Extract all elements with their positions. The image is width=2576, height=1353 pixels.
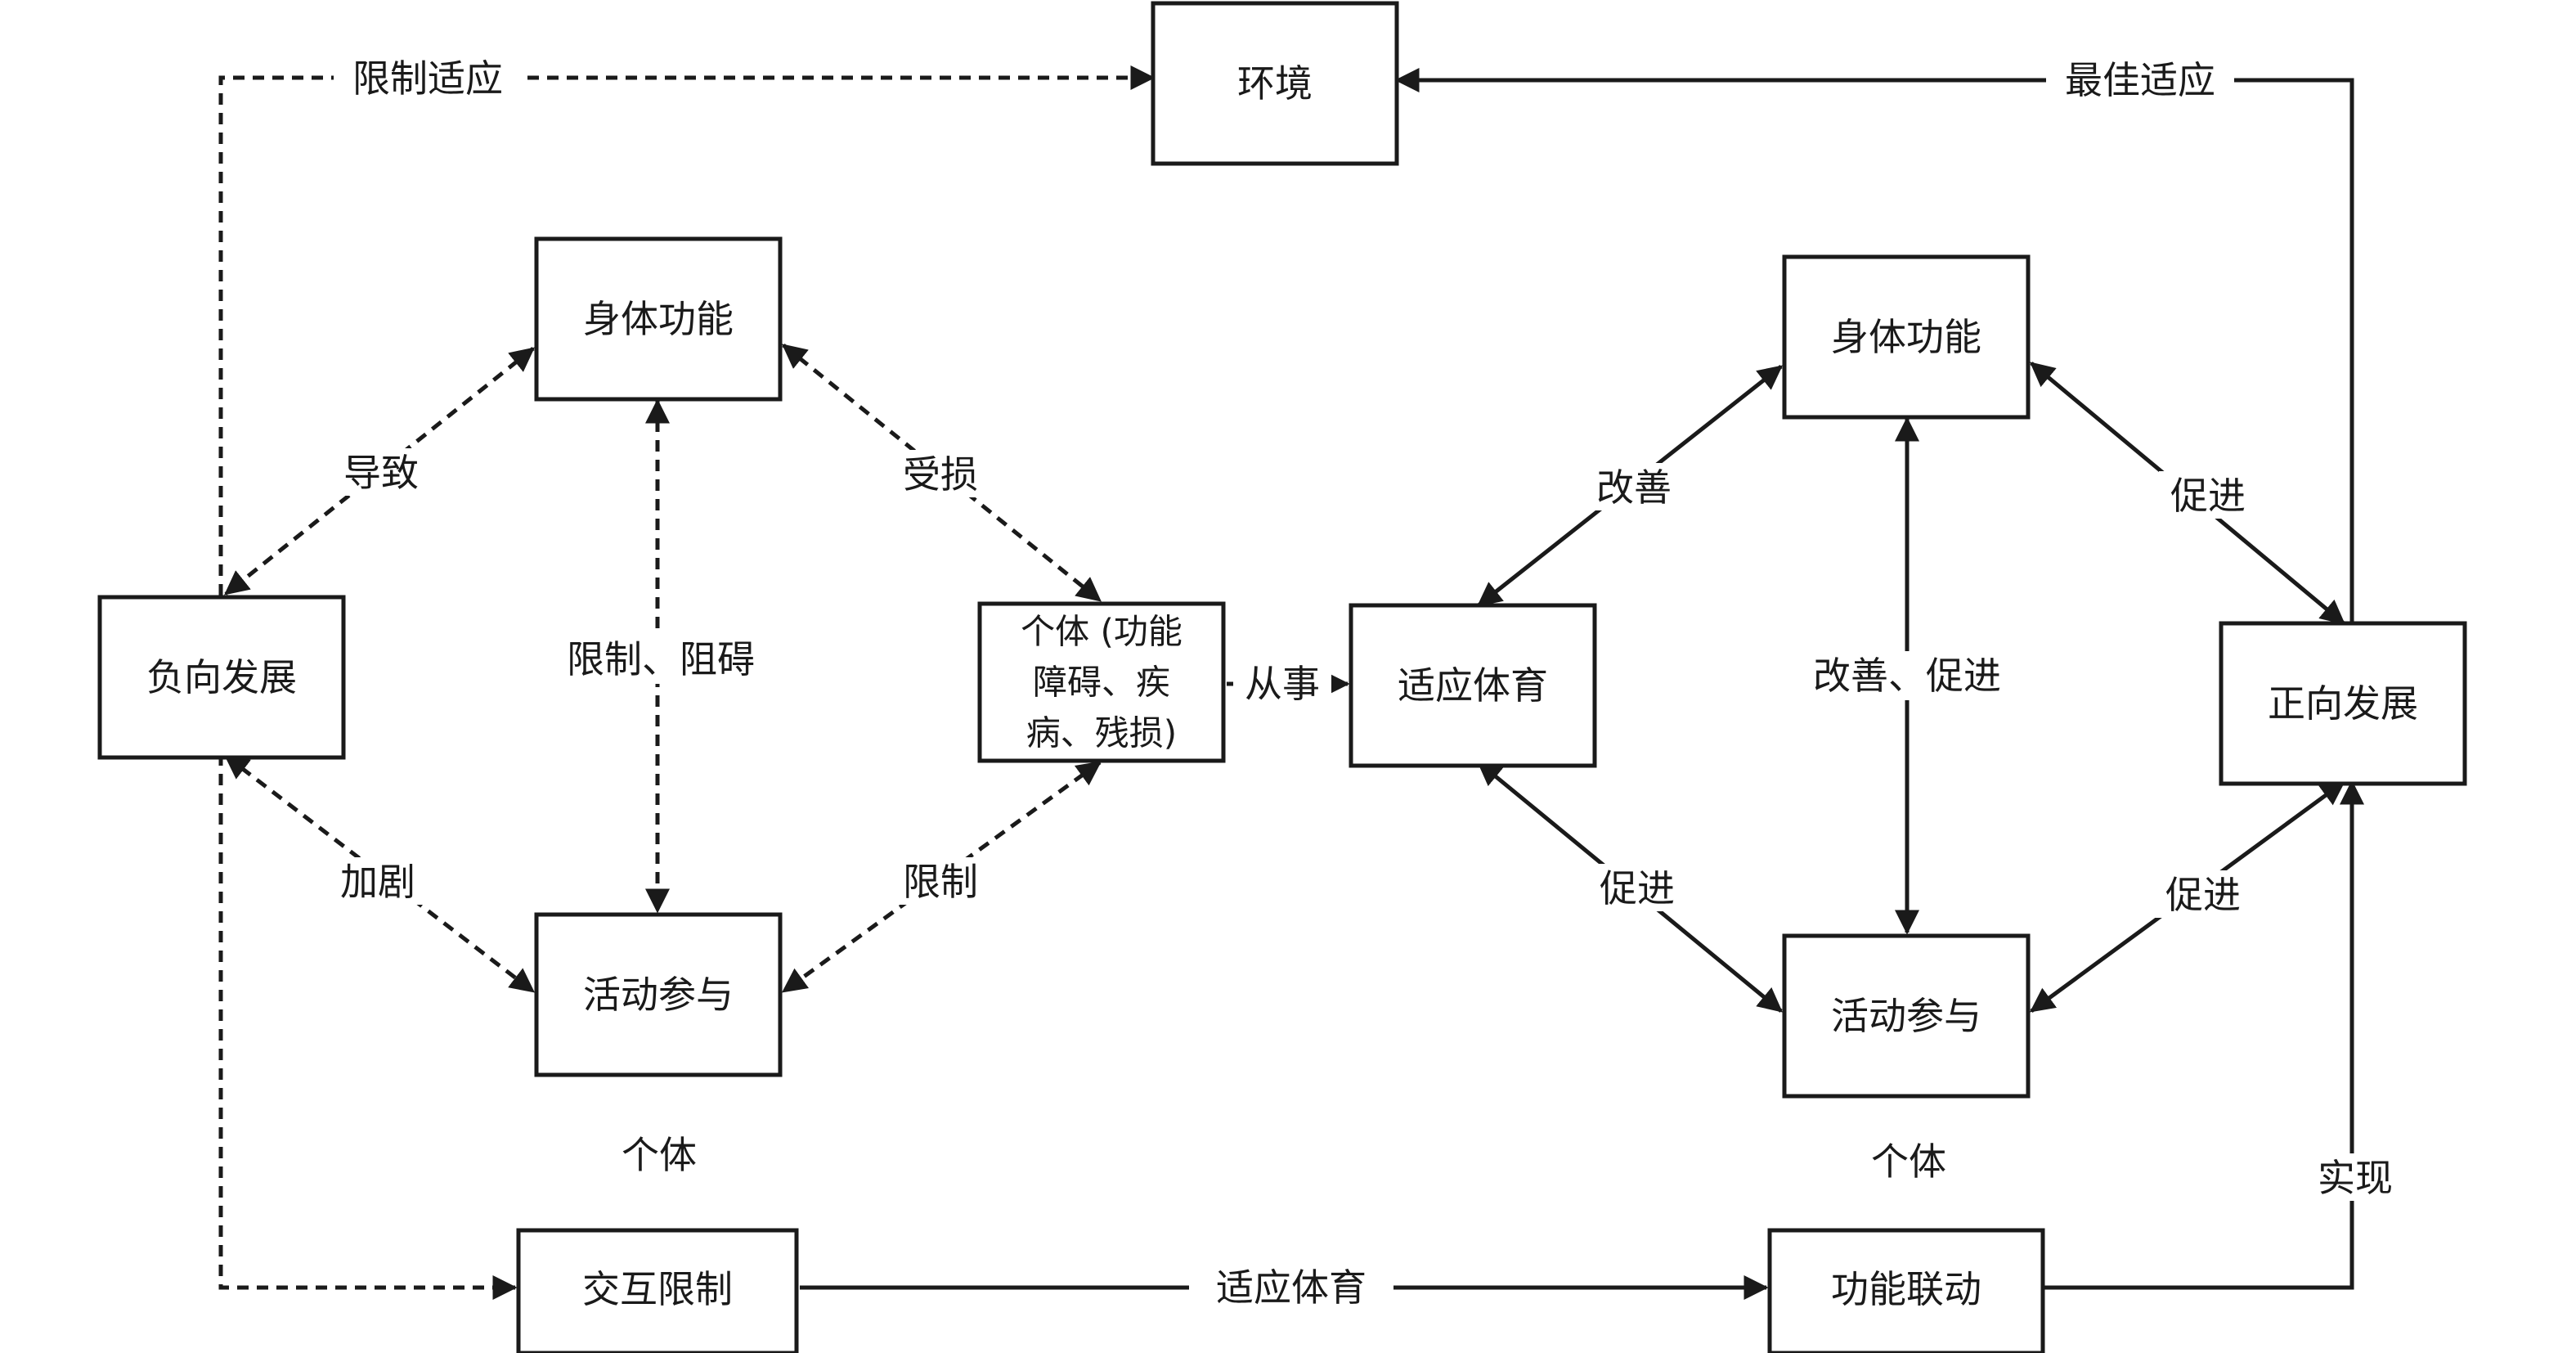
edge-negative-activity [224,754,535,993]
label-engage-in: 从事 [1233,659,1331,707]
node-individual-center: 个体 (功能 障碍、疾 病、残损) [977,601,1226,763]
svg-text:促进: 促进 [2165,873,2241,917]
svg-text:正向发展: 正向发展 [2268,681,2418,726]
label-improve-promote: 改善、促进 [1793,651,2022,700]
svg-text:改善: 改善 [1596,465,1672,510]
svg-text:最佳适应: 最佳适应 [2065,58,2215,102]
svg-text:受损: 受损 [903,452,978,497]
label-restricted-adaptation: 限制适应 [334,54,522,101]
svg-text:限制: 限制 [903,860,978,904]
edge-positive-to-environment [1394,68,2354,623]
svg-text:改善、促进: 改善、促进 [1813,654,2001,698]
svg-text:加剧: 加剧 [340,860,415,904]
svg-text:交互限制: 交互限制 [582,1267,733,1311]
node-left-activity: 活动参与 [534,912,783,1077]
label-restrict-hinder: 限制、阻碍 [546,635,775,684]
svg-text:限制适应: 限制适应 [352,56,503,101]
label-individual-right: 个体 [1871,1139,1946,1184]
svg-text:限制、阻碍: 限制、阻碍 [567,637,755,681]
label-promote-upper-right: 促进 [2159,471,2257,519]
node-negative-development: 负向发展 [97,595,346,760]
svg-text:活动参与: 活动参与 [1831,994,1981,1038]
label-improve-left: 改善 [1585,463,1683,510]
label-lead-to: 导致 [332,448,430,496]
edge-negative-to-environment [218,65,1156,596]
node-mutual-restriction: 交互限制 [516,1228,799,1353]
label-individual-left: 个体 [622,1133,697,1177]
label-aggravate: 加剧 [329,857,427,905]
svg-text:活动参与: 活动参与 [583,973,734,1017]
svg-text:身体功能: 身体功能 [1831,315,1981,359]
edge-individual-activity [781,760,1102,994]
svg-text:从事: 从事 [1245,662,1320,706]
svg-text:负向发展: 负向发展 [146,655,297,699]
svg-text:环境: 环境 [1237,61,1313,106]
node-positive-development: 正向发展 [2219,621,2467,786]
svg-text:适应体育: 适应体育 [1216,1265,1367,1310]
node-left-body-function: 身体功能 [534,236,783,402]
node-right-activity: 活动参与 [1782,933,2031,1099]
node-functional-linkage: 功能联动 [1767,1228,2045,1353]
svg-text:实现: 实现 [2318,1156,2393,1200]
node-environment: 环境 [1151,1,1399,166]
label-damaged: 受损 [891,450,990,497]
edge-negative-to-mutual-restriction [218,754,518,1300]
svg-text:个体 (功能: 个体 (功能 [1021,612,1183,652]
svg-text:障碍、疾: 障碍、疾 [1033,663,1170,703]
svg-text:导致: 导致 [343,451,419,495]
label-promote-lower-left: 促进 [1588,864,1686,911]
svg-text:身体功能: 身体功能 [583,297,734,341]
label-adaptive-pe-bottom: 适应体育 [1189,1263,1393,1312]
node-adaptive-pe: 适应体育 [1349,603,1597,768]
label-realize: 实现 [2308,1153,2398,1201]
svg-text:促进: 促进 [1600,866,1675,910]
label-optimal-adaptation: 最佳适应 [2046,56,2234,103]
svg-text:促进: 促进 [2170,474,2246,518]
svg-text:功能联动: 功能联动 [1831,1267,1981,1311]
svg-text:病、残损): 病、残损) [1026,713,1177,753]
label-restrict: 限制 [891,857,990,905]
svg-text:适应体育: 适应体育 [1398,663,1548,708]
node-right-body-function: 身体功能 [1782,254,2031,420]
edge-linkage-to-positive [2044,780,2364,1290]
label-promote-lower-right: 促进 [2154,870,2252,918]
